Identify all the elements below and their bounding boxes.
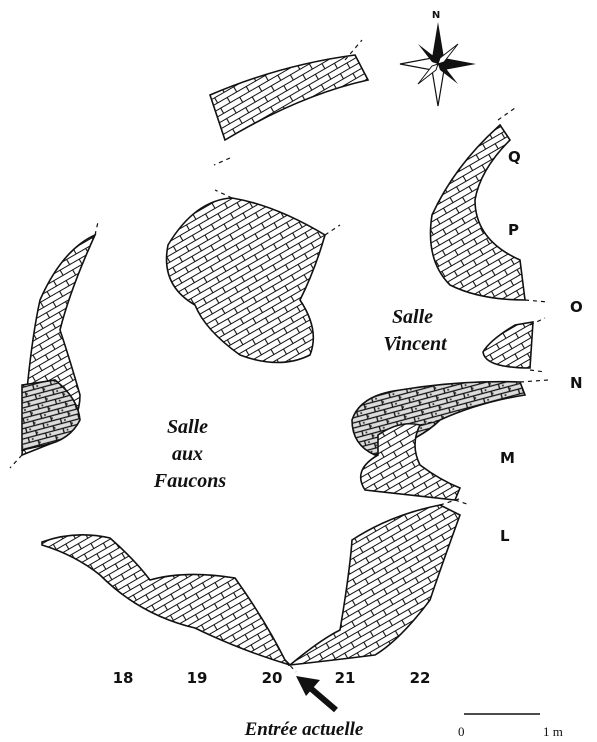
wall-right-upper <box>429 123 526 301</box>
north-label: N <box>432 10 440 21</box>
grid-letter-m: M <box>500 449 515 467</box>
grid-letter-l: L <box>500 527 510 545</box>
grid-letter-n: N <box>570 374 583 392</box>
arrow-icon <box>296 676 338 713</box>
room-label-salle-vincent: Salle Vincent <box>383 306 448 355</box>
room-label-salle-aux-faucons: Salle aux Faucons <box>153 416 226 492</box>
wall-left-dark <box>21 379 81 451</box>
grid-number-18: 18 <box>113 669 134 687</box>
grid-number-22: 22 <box>410 669 431 687</box>
grid-number-19: 19 <box>187 669 208 687</box>
grid-number-20: 20 <box>262 669 283 687</box>
wall-bottom-right <box>287 504 461 667</box>
compass-rose-icon: N <box>399 10 476 107</box>
scale-bar: 0 1 m <box>458 713 563 739</box>
grid-letter-q: Q <box>508 148 521 166</box>
central-pillar <box>165 197 326 364</box>
scale-start: 0 <box>458 724 465 739</box>
wall-right-outcrop <box>482 321 534 369</box>
scale-end: 1 m <box>543 724 563 739</box>
wall-right-m <box>359 422 462 501</box>
grid-letter-o: O <box>570 298 583 316</box>
wall-bottom-left <box>41 534 291 666</box>
wall-top <box>209 54 370 142</box>
grid-number-21: 21 <box>335 669 356 687</box>
grid-letter-p: P <box>508 221 519 239</box>
entrance-label: Entrée actuelle <box>244 719 364 740</box>
